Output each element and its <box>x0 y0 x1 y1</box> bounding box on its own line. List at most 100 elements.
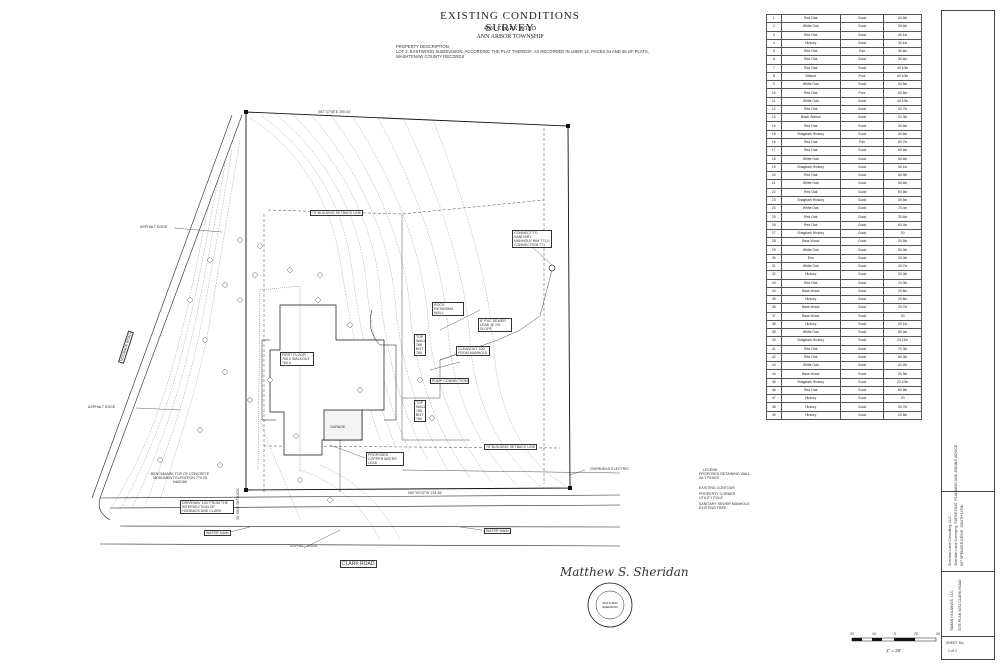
retaining-wall <box>261 309 397 421</box>
tree-number: 30 <box>766 253 782 263</box>
tree-condition: Good <box>839 162 885 173</box>
label-benchmark: BENCHMARK TOP OF CONCRETE MONUMENT ELEVA… <box>150 472 210 484</box>
tree-condition: Good <box>839 286 885 297</box>
tree-species: Red Oak <box>780 30 841 40</box>
tree-species: Hickory <box>780 38 841 49</box>
tree-species: Hickory <box>780 402 841 412</box>
sheet-title: EXISTING CONDITIONS SURVEY <box>440 10 580 34</box>
tree-number: 7 <box>766 63 782 73</box>
tree-species: Bass Wood <box>780 237 841 247</box>
tree-species: White Oak <box>780 361 841 371</box>
firm-name: Sheridan Land Consulting, LLC <box>948 516 952 566</box>
tree-species: Red Oak <box>780 13 841 24</box>
tree-number: 13 <box>766 113 782 123</box>
svg-text:MATTHEW: MATTHEW <box>603 601 618 605</box>
sheet-number: 1 of 1 <box>948 649 957 653</box>
tree-diameter: 40.2in <box>883 361 922 371</box>
silt-fence <box>257 285 301 472</box>
tree-condition: Good <box>839 336 885 346</box>
tree-condition: Poor <box>839 88 885 98</box>
tree-number: 34 <box>766 286 782 297</box>
tree-condition: Good <box>839 220 885 230</box>
tree-number: 27 <box>766 228 782 239</box>
tree-diameter: 60.3in <box>883 352 922 363</box>
tree-condition: Good <box>839 38 885 49</box>
tree-diameter: 30.6in <box>883 179 922 189</box>
tree-condition: Good <box>839 80 885 90</box>
tree-diameter: 20.6in <box>883 286 922 297</box>
tree-number: 46 <box>766 385 782 396</box>
tree-number: 17 <box>766 146 782 156</box>
tree-diameter: 30.5in <box>883 80 922 90</box>
township-name: ANN ARBOR TOWNSHIP <box>476 34 544 40</box>
tree-species: Hickory <box>780 270 841 280</box>
legend-item: EXISTING TREE <box>699 506 727 510</box>
tree-species: Red Oak <box>780 104 841 115</box>
tree-species: Bass Wood <box>780 311 841 321</box>
tree-number: 21 <box>766 179 782 189</box>
tree-number: 41 <box>766 344 782 354</box>
label-rock-wall: ROCK RETAINING WALL <box>432 302 464 316</box>
label-clark-road: CLARK ROAD <box>340 560 377 568</box>
tree-condition: Good <box>839 319 885 330</box>
label-water-main-left: WATER MAIN <box>204 530 231 536</box>
tree-condition: Good <box>839 204 885 214</box>
legend-item: SANITARY SEWER MANHOLE <box>699 502 750 506</box>
tree-number: 43 <box>766 361 782 371</box>
tree-number: 19 <box>766 162 782 173</box>
sheet-number-label: SHEET No. <box>946 641 965 645</box>
label-first-floor: FIRST FLOOR 765.0 WALKOUT 760.0 <box>280 352 314 366</box>
tree-number: 25 <box>766 212 782 222</box>
tree-species: White Oak <box>780 261 841 272</box>
tree-diameter: 40.5in <box>883 13 922 24</box>
tree-species: Bass Wood <box>780 369 841 379</box>
tree-number: 11 <box>766 96 782 106</box>
tree-diameter: 20.3in <box>883 113 922 123</box>
tree-diameter: 20.11in <box>883 336 922 346</box>
surveyor-seal: MATTHEW SHERIDAN <box>587 582 633 628</box>
tree-diameter: 30.1in <box>883 38 922 49</box>
legend-item: UTILITY POLE <box>699 496 723 500</box>
tree-species: Red Oak <box>780 55 841 65</box>
tree-diameter: 40.1in <box>883 30 922 40</box>
tree-number: 31 <box>766 261 782 272</box>
tree-number: 5 <box>766 47 782 57</box>
label-proposed-water: PROPOSED COPPER WATER LEAD <box>366 452 404 466</box>
legend-title: LEGEND <box>702 468 718 472</box>
tree-diameter: 40.7in <box>883 261 922 272</box>
tree-diameter: 20.10in <box>883 377 922 387</box>
tree-condition: Good <box>839 55 885 65</box>
tree-species: White Oak <box>780 96 841 106</box>
label-asphalt-edge-3: ASPHALT EDGE <box>290 544 318 548</box>
tree-number: 45 <box>766 377 782 387</box>
tree-species: Red Oak <box>780 63 841 73</box>
tree-number: 1 <box>766 13 782 24</box>
sanitary-manhole <box>548 264 556 272</box>
tree-diameter: 60.4in <box>883 328 922 338</box>
legend-item: PROPERTY CORNER <box>699 492 736 496</box>
tree-species: Hickory <box>780 410 841 421</box>
tree-species: Walnut <box>780 71 841 82</box>
tree-number: 33 <box>766 278 782 288</box>
tree-diameter: 20 <box>883 394 922 404</box>
tree-number: 8 <box>766 71 782 82</box>
tree-species: Red Oak <box>780 212 841 222</box>
tree-species: Red Oak <box>780 88 841 98</box>
tree-condition: Good <box>839 30 885 40</box>
tree-species: Red Oak <box>780 385 841 396</box>
tree-diameter: 40.3in <box>883 270 922 280</box>
